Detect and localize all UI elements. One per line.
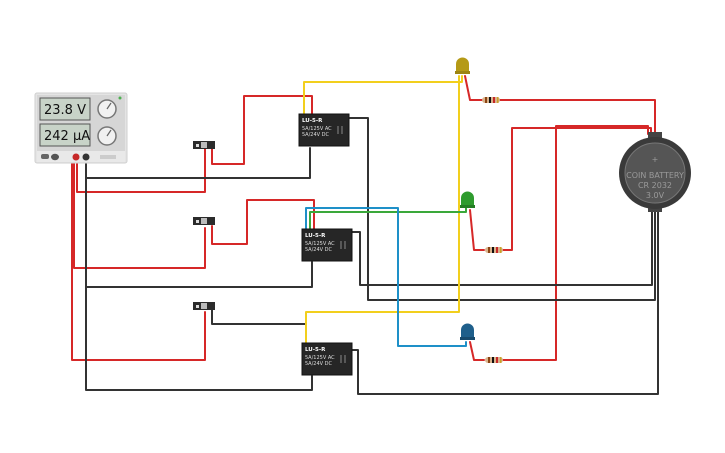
wire-blue-relay2-led3[interactable] [305,207,467,347]
relay-icon[interactable]: LU-5-R 5A/125V AC 5A/24V DC [298,113,350,147]
battery-polarity: + [652,155,659,164]
relay-rating-dc: 5A/24V DC [305,361,333,367]
power-supply-icon[interactable]: 23.8 V 242 µA [34,92,128,164]
wire-black-ps-relay3[interactable] [85,286,313,391]
relay-rating-dc: 5A/24V DC [302,132,330,138]
wire-red-switch1-relay1[interactable] [211,95,313,165]
led-icon[interactable] [455,57,470,74]
relay-icon[interactable]: LU-5-R 5A/125V AC 5A/24V DC [301,342,353,376]
wire-red-batt-res1[interactable] [499,99,656,135]
ground-terminal[interactable] [51,153,59,161]
led-icon[interactable] [460,323,475,340]
relay-icon[interactable]: LU-5-R 5A/125V AC 5A/24V DC [301,228,353,262]
current-readout: 242 µA [44,129,90,144]
voltage-display [39,97,91,121]
voltage-readout: 23.8 V [44,103,86,118]
switch-icon[interactable] [193,141,215,149]
relay-rating-ac: 5A/125V AC [302,126,332,132]
wire-black-relay3-batt[interactable] [351,209,659,395]
resistor-icon[interactable] [482,97,500,103]
relay-rating-ac: 5A/125V AC [305,355,335,361]
power-switch[interactable] [41,154,49,159]
wire-black-switch3-relay3[interactable] [211,309,307,345]
battery-label: COIN BATTERY [626,171,684,180]
battery-model: CR 2032 [638,181,672,190]
resistor-icon[interactable] [485,357,503,363]
wire-red-ps-to-switch1[interactable] [76,147,206,193]
wire-black-ps-switch1[interactable] [85,147,311,179]
relay-rating-ac: 5A/125V AC [305,241,335,247]
relay-model: LU-5-R [302,118,323,124]
wire-red-batt-res2[interactable] [502,127,652,251]
coin-battery-icon[interactable]: + COIN BATTERY CR 2032 3.0V [619,132,691,212]
current-display [39,123,91,147]
wire-yellow-led1-relay3[interactable] [305,75,460,345]
wire-red-batt-res3[interactable] [502,125,649,361]
wire-black-relay2-batt[interactable] [351,209,653,286]
resistor-icon[interactable] [485,247,503,253]
relay-model: LU-5-R [305,233,326,239]
wires [71,75,659,395]
wire-red-led1-res1[interactable] [464,75,483,101]
wire-black-relay1-batt[interactable] [349,117,656,301]
wire-green-relay2-led2[interactable] [309,207,467,233]
wire-red-switch2-relay2[interactable] [211,199,315,245]
battery-voltage: 3.0V [646,191,665,200]
negative-terminal[interactable] [82,153,90,161]
power-indicator [118,96,122,100]
wire-red-led3-res3[interactable] [469,341,485,361]
wire-yellow-relay1-led1[interactable] [303,75,463,117]
wire-black-ps-relay2[interactable] [85,177,313,288]
positive-terminal[interactable] [72,153,80,161]
led-icon[interactable] [460,191,475,208]
switch-icon[interactable] [193,217,215,225]
relay-model: LU-5-R [305,347,326,353]
wire-red-ps-to-switch2[interactable] [73,157,206,269]
switch-icon[interactable] [193,302,215,310]
wire-red-led2-res2[interactable] [469,209,485,251]
relay-rating-dc: 5A/24V DC [305,247,333,253]
wire-red-ps-to-switch3[interactable] [71,157,206,361]
